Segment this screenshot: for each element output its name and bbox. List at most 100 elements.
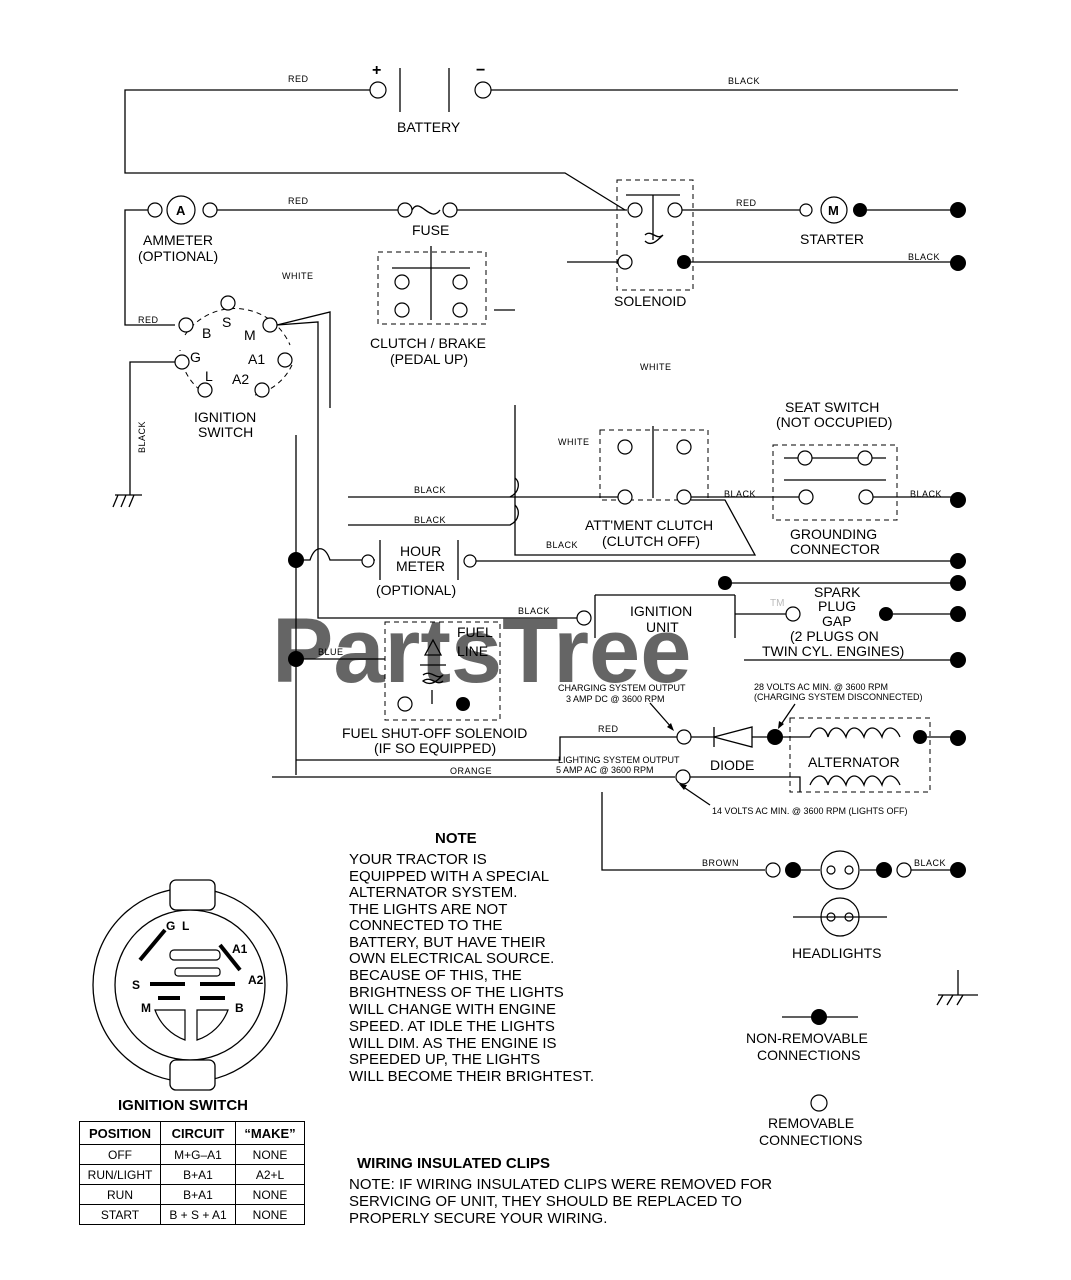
attment-label2: (CLUTCH OFF) bbox=[602, 533, 700, 549]
note-block: NOTE YOUR TRACTOR IS EQUIPPED WITH A SPE… bbox=[349, 830, 594, 1085]
legend-removable2: CONNECTIONS bbox=[759, 1132, 862, 1148]
battery-plus: + bbox=[372, 62, 381, 79]
svg-text:EQUIPPED WITH A SPECIAL: EQUIPPED WITH A SPECIAL bbox=[349, 868, 549, 885]
battery-minus: − bbox=[476, 62, 485, 79]
svg-text:S: S bbox=[132, 978, 140, 992]
fuel-shutoff-solenoid: FUEL LINE FUEL SHUT-OFF SOLENOID (IF SO … bbox=[342, 621, 527, 756]
spark-label: SPARK bbox=[814, 584, 861, 600]
table-cell: NONE bbox=[235, 1184, 305, 1205]
wire-red-charging: RED bbox=[598, 724, 619, 734]
solenoid: SOLENOID bbox=[614, 179, 694, 309]
svg-text:G: G bbox=[166, 919, 175, 933]
svg-text:B: B bbox=[202, 325, 211, 341]
table-cell: NONE bbox=[235, 1144, 305, 1165]
svg-text:BRIGHTNESS OF THE LIGHTS: BRIGHTNESS OF THE LIGHTS bbox=[349, 984, 564, 1001]
ignition-unit: IGNITION UNIT bbox=[576, 594, 736, 638]
charging-spec2: 3 AMP DC @ 3600 RPM bbox=[566, 694, 665, 704]
table-cell: START bbox=[79, 1204, 161, 1225]
wire-black-3: BLACK bbox=[546, 540, 578, 550]
hour-meter-label2: METER bbox=[396, 558, 445, 574]
attment-label: ATT'MENT CLUTCH bbox=[585, 517, 713, 533]
svg-text:ALTERNATOR SYSTEM.: ALTERNATOR SYSTEM. bbox=[349, 884, 517, 901]
ignition-switch-label2: SWITCH bbox=[198, 424, 253, 440]
svg-text:WILL BECOME THEIR BRIGHTEST.: WILL BECOME THEIR BRIGHTEST. bbox=[349, 1068, 594, 1085]
table-cell: OFF bbox=[79, 1144, 161, 1165]
svg-text:A1: A1 bbox=[248, 351, 265, 367]
seat-switch-label2: (NOT OCCUPIED) bbox=[776, 414, 892, 430]
table-row: OFF M+G–A1 NONE bbox=[79, 1144, 305, 1165]
legend-nonremovable: NON-REMOVABLE bbox=[746, 1030, 868, 1046]
clips-title: WIRING INSULATED CLIPS bbox=[357, 1155, 550, 1172]
svg-text:M: M bbox=[141, 1001, 151, 1015]
svg-text:L: L bbox=[182, 919, 189, 933]
svg-text:BATTERY, BUT HAVE THEIR: BATTERY, BUT HAVE THEIR bbox=[349, 934, 546, 951]
table-header: POSITION bbox=[79, 1121, 161, 1145]
table-cell: RUN bbox=[79, 1184, 161, 1205]
table-row: START B + S + A1 NONE bbox=[79, 1204, 305, 1225]
diode-label: DIODE bbox=[710, 757, 754, 773]
svg-text:S: S bbox=[222, 314, 231, 330]
table-row: RUN B+A1 NONE bbox=[79, 1184, 305, 1205]
ammeter-label: AMMETER bbox=[143, 232, 213, 248]
alternator-label: ALTERNATOR bbox=[808, 754, 900, 770]
fuel-label: FUEL bbox=[457, 624, 493, 640]
wire-black-6: BLACK bbox=[518, 606, 550, 616]
ignition-position-table: POSITION CIRCUIT “MAKE” OFF M+G–A1 NONE … bbox=[79, 1121, 305, 1225]
seat-switch-label: SEAT SWITCH bbox=[785, 399, 879, 415]
ignition-switch: B S M G A1 L A2 IGNITION SWITCH bbox=[174, 295, 293, 440]
wire-black-ground: BLACK bbox=[137, 421, 147, 453]
switch-detail-title: IGNITION SWITCH bbox=[118, 1097, 248, 1114]
volts28-spec1: 28 VOLTS AC MIN. @ 3600 RPM bbox=[754, 682, 888, 692]
legend-nonremovable2: CONNECTIONS bbox=[757, 1047, 860, 1063]
ammeter-optional: (OPTIONAL) bbox=[138, 248, 218, 264]
spark-plug: SPARK PLUG GAP (2 PLUGS ON TWIN CYL. ENG… bbox=[762, 584, 904, 659]
wire-black-head: BLACK bbox=[914, 858, 946, 868]
spark-label4: (2 PLUGS ON bbox=[790, 628, 879, 644]
svg-text:BECAUSE OF THIS, THE: BECAUSE OF THIS, THE bbox=[349, 967, 522, 984]
svg-text:SPEEDED UP, THE LIGHTS: SPEEDED UP, THE LIGHTS bbox=[349, 1051, 540, 1068]
svg-text:A2: A2 bbox=[232, 371, 249, 387]
fuse: FUSE bbox=[397, 202, 458, 238]
ignition-unit-label: IGNITION bbox=[630, 603, 692, 619]
volts28-spec2: (CHARGING SYSTEM DISCONNECTED) bbox=[754, 692, 923, 702]
table-header: “MAKE” bbox=[235, 1121, 305, 1145]
svg-text:WILL DIM. AS THE ENGINE IS: WILL DIM. AS THE ENGINE IS bbox=[349, 1035, 557, 1052]
battery-label: BATTERY bbox=[397, 119, 461, 135]
ignition-unit-label2: UNIT bbox=[646, 619, 679, 635]
wire-blue: BLUE bbox=[318, 647, 344, 657]
svg-text:THE LIGHTS ARE NOT: THE LIGHTS ARE NOT bbox=[349, 901, 507, 918]
svg-text:NOTE: IF WIRING INSULATED CLIP: NOTE: IF WIRING INSULATED CLIPS WERE REM… bbox=[349, 1176, 772, 1193]
wire-black-1: BLACK bbox=[414, 485, 446, 495]
fuel-sol-label: FUEL SHUT-OFF SOLENOID bbox=[342, 725, 527, 741]
ammeter: A AMMETER (OPTIONAL) bbox=[138, 195, 218, 264]
charging-spec1: CHARGING SYSTEM OUTPUT bbox=[558, 683, 686, 693]
svg-text:SERVICING OF UNIT, THEY SHOULD: SERVICING OF UNIT, THEY SHOULD BE REPLAC… bbox=[349, 1193, 742, 1210]
seat-switch: SEAT SWITCH (NOT OCCUPIED) GROUNDING CON… bbox=[772, 399, 898, 557]
svg-text:A1: A1 bbox=[232, 942, 248, 956]
grounding-label: GROUNDING bbox=[790, 526, 877, 542]
hour-meter-label3: (OPTIONAL) bbox=[376, 582, 456, 598]
table-cell: B+A1 bbox=[160, 1184, 236, 1205]
trademark: TM bbox=[770, 598, 784, 609]
wire-white-top: WHITE bbox=[282, 271, 314, 281]
svg-text:OWN ELECTRICAL SOURCE.: OWN ELECTRICAL SOURCE. bbox=[349, 950, 554, 967]
ignition-switch-detail: G L A1 A2 S M B IGNITION SWITCH bbox=[92, 879, 288, 1114]
wire-black-5: BLACK bbox=[910, 489, 942, 499]
svg-text:A2: A2 bbox=[248, 973, 264, 987]
ignition-switch-label: IGNITION bbox=[194, 409, 256, 425]
wire-brown: BROWN bbox=[702, 858, 739, 868]
starter-label: STARTER bbox=[800, 231, 864, 247]
lighting-spec1: LIGHTING SYSTEM OUTPUT bbox=[558, 755, 680, 765]
svg-text:YOUR TRACTOR IS: YOUR TRACTOR IS bbox=[349, 851, 487, 868]
note-title: NOTE bbox=[435, 830, 477, 847]
table-header: CIRCUIT bbox=[160, 1121, 236, 1145]
wiring-clips-note: WIRING INSULATED CLIPS NOTE: IF WIRING I… bbox=[349, 1155, 772, 1227]
wire-red-left-ignition: RED bbox=[138, 315, 159, 325]
wire-red-starter: RED bbox=[736, 198, 757, 208]
fuse-label: FUSE bbox=[412, 222, 449, 238]
diode: DIODE bbox=[710, 726, 754, 773]
svg-text:A: A bbox=[176, 203, 186, 218]
alternator: ALTERNATOR bbox=[789, 717, 931, 793]
table-cell: RUN/LIGHT bbox=[79, 1164, 161, 1185]
